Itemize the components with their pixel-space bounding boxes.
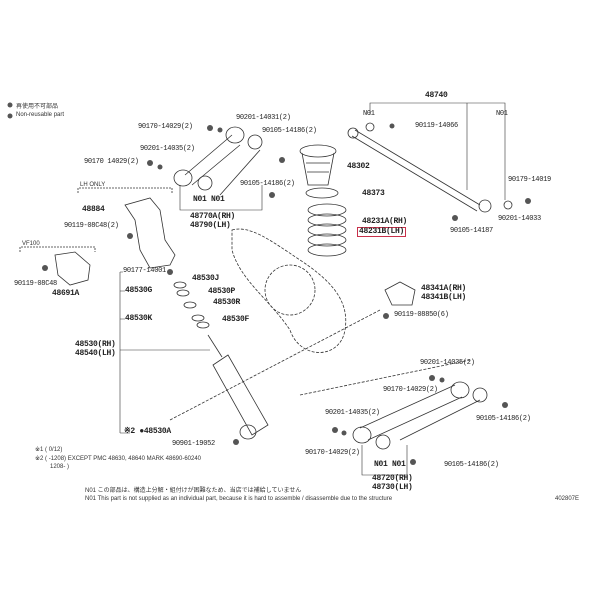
legend-jp: 再使用不可部品	[16, 104, 59, 110]
part-label[interactable]: 48373	[362, 189, 385, 198]
part-label[interactable]: 90119-08850(6)	[394, 311, 449, 319]
part-label-highlighted[interactable]: 48231B(LH)	[357, 227, 407, 237]
part-label[interactable]: 90170 14029(2)	[84, 158, 139, 166]
part-label[interactable]: 48530J	[192, 274, 220, 283]
part-label[interactable]: 90177-14001	[123, 267, 166, 275]
part-label[interactable]: 90105-14186(2)	[240, 180, 295, 188]
part-label[interactable]: 90170-14029(2)	[138, 123, 193, 131]
part-label[interactable]: 90105-14186(2)	[262, 127, 317, 135]
part-label[interactable]: 90170-14029(2)	[305, 449, 360, 457]
part-label[interactable]: 48790(LH)	[190, 221, 231, 230]
part-label[interactable]: 48770A(RH)	[190, 212, 236, 221]
part-label[interactable]: 90105-14186(2)	[476, 415, 531, 423]
upper-control-arm	[173, 126, 263, 196]
coil-spring	[307, 203, 347, 257]
part-label[interactable]: 90119-14066	[415, 122, 458, 130]
footnote-1: ※1 ( 0/12)	[35, 447, 63, 453]
part-label[interactable]: 90119-08C48(2)	[64, 222, 119, 230]
part-label[interactable]: 48730(LH)	[372, 483, 413, 492]
part-label[interactable]: 48530K	[125, 314, 153, 323]
part-label[interactable]: 48302	[347, 162, 370, 171]
footnote-2: ※2 ( -1208) EXCEPT PMC 48630, 48640 MARK…	[35, 456, 202, 462]
lh-only-note: LH ONLY	[80, 182, 106, 188]
part-label[interactable]: ※2 ●48530A	[124, 427, 171, 436]
n01-mark: N01 N01	[193, 195, 225, 204]
part-label[interactable]: 48530(RH)	[75, 340, 116, 349]
legend-en: Non-reusable part	[16, 112, 65, 118]
bracket-48341	[384, 281, 416, 306]
lateral-rod	[347, 122, 513, 213]
part-label[interactable]: 48530P	[208, 287, 236, 296]
n01-note-en: N01 This part is not supplied as an indi…	[85, 496, 393, 502]
shock-bushings	[173, 281, 210, 329]
part-label[interactable]: 48884	[82, 205, 105, 214]
part-label[interactable]: 90201-14031(2)	[236, 114, 291, 122]
bracket-48691a	[54, 251, 91, 286]
n01-mark: N01	[363, 110, 375, 118]
part-label[interactable]: 48530R	[213, 298, 241, 307]
part-label[interactable]: 48691A	[52, 289, 80, 298]
n01-note-jp: N01 この部品は、構造上分解・組付けが困難なため、当店では補給していません	[85, 488, 302, 494]
shock-absorber	[207, 334, 269, 440]
part-label[interactable]: 90105-14186(2)	[444, 461, 499, 469]
part-label[interactable]: 48530F	[222, 315, 250, 324]
bump-stopper	[299, 144, 337, 186]
bracket-48884	[124, 197, 176, 269]
lower-control-arm	[352, 381, 488, 450]
part-label[interactable]: 48341A(RH)	[421, 284, 467, 293]
axle-housing	[169, 228, 471, 421]
part-label[interactable]: 90170-14029(2)	[383, 386, 438, 394]
diagram-code: 402807E	[555, 496, 580, 502]
fasteners	[7, 102, 531, 465]
part-label[interactable]: 48740	[425, 91, 448, 100]
part-label[interactable]: 90901-19052	[172, 440, 215, 448]
part-label[interactable]: 90179-14019	[508, 176, 551, 184]
part-label[interactable]: 90119-08C48	[14, 280, 57, 288]
n01-mark: N01	[496, 110, 508, 118]
part-label[interactable]: 90201-14035(2)	[420, 359, 475, 367]
part-label[interactable]: 48341B(LH)	[421, 293, 467, 302]
part-label[interactable]: 48231A(RH)	[362, 217, 408, 226]
vf-note: VF100	[22, 241, 40, 247]
footnote-2-cont: 1208- )	[50, 464, 70, 470]
part-label[interactable]: 90105-14187	[450, 227, 493, 235]
part-label[interactable]: 90201-14035(2)	[140, 145, 195, 153]
part-label[interactable]: 48530G	[125, 286, 153, 295]
part-label[interactable]: 48720(RH)	[372, 474, 413, 483]
n01-mark: N01 N01	[374, 460, 406, 469]
part-label[interactable]: 90201-14035(2)	[325, 409, 380, 417]
insulator-48373	[305, 187, 339, 199]
part-label[interactable]: 90201-14033	[498, 215, 541, 223]
part-label[interactable]: 48540(LH)	[75, 349, 116, 358]
